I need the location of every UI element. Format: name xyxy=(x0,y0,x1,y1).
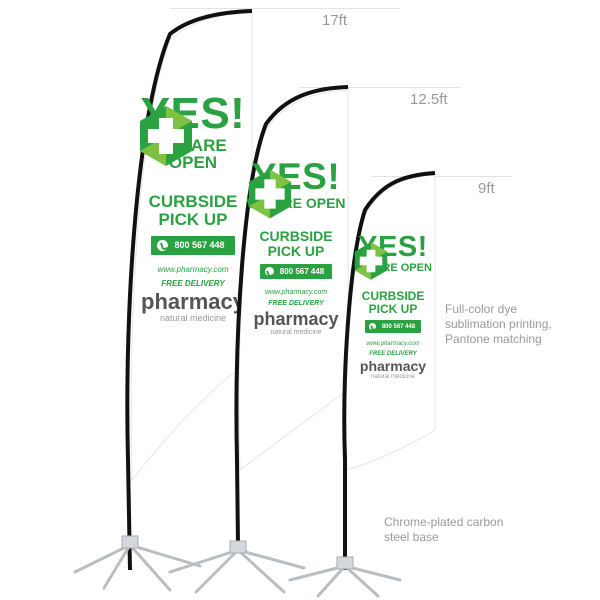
flag-12-5ft-print: YES! WE ARE OPEN CURBSIDE PICK UP 800 56… xyxy=(244,158,348,336)
phone-number: 800 567 448 xyxy=(174,240,225,251)
flag-pole xyxy=(234,85,349,546)
service-line1: CURBSIDE xyxy=(148,192,238,211)
phone-box: 800 567 448 xyxy=(151,235,235,255)
height-line-12-5ft xyxy=(300,87,460,88)
phone-icon xyxy=(264,267,274,277)
brand-name: pharmacy xyxy=(141,288,245,314)
brand-tagline: natural medicine xyxy=(270,329,322,337)
flag-12-5ft: YES! WE ARE OPEN CURBSIDE PICK UP 800 56… xyxy=(230,0,360,600)
medical-cross-hexagon-logo xyxy=(140,106,192,166)
phone-box: 800 567 448 xyxy=(259,264,333,280)
caption-base: Chrome-plated carbon steel base xyxy=(384,515,504,544)
height-line-9ft xyxy=(372,176,512,177)
height-line-17ft xyxy=(170,8,400,9)
brand-tagline: natural medicine xyxy=(370,374,416,381)
medical-cross-hexagon-logo xyxy=(354,242,388,280)
phone-icon xyxy=(157,239,169,251)
website: www.pharmacy.com xyxy=(157,264,229,274)
service-line1: CURBSIDE xyxy=(361,289,425,303)
brand-name: pharmacy xyxy=(359,358,427,375)
height-label-17ft: 17ft xyxy=(322,12,348,29)
height-label-9ft: 9ft xyxy=(478,180,495,197)
delivery-note: FREE DELIVERY xyxy=(161,278,225,288)
service-line2: PICK UP xyxy=(368,301,418,316)
flag-17ft: YES! WE ARE OPEN CURBSIDE PICK UP 800 56… xyxy=(120,0,260,600)
brand-tagline: natural medicine xyxy=(159,312,227,323)
medical-cross-hexagon-logo xyxy=(248,169,292,219)
delivery-note: FREE DELIVERY xyxy=(369,351,417,358)
phone-icon xyxy=(368,323,376,331)
service-line2: PICK UP xyxy=(158,209,228,229)
phone-number: 800 567 448 xyxy=(279,267,325,277)
flag-pole xyxy=(125,9,253,571)
subhead: WE ARE OPEN xyxy=(354,262,432,274)
flag-17ft-print: YES! WE ARE OPEN CURBSIDE PICK UP 800 56… xyxy=(134,92,252,323)
website: www.pharmacy.com xyxy=(366,341,420,348)
caption-printing: Full-color dye sublimation printing, Pan… xyxy=(445,302,552,346)
height-label-12-5ft: 12.5ft xyxy=(410,91,448,108)
phone-box: 800 567 448 xyxy=(364,320,422,334)
flag-9ft-print: YES! WE ARE OPEN CURBSIDE PICK UP 800 56… xyxy=(351,233,435,381)
base-12-5ft xyxy=(168,540,306,594)
base-9ft xyxy=(288,556,402,598)
flag-pole xyxy=(342,171,436,570)
service-line1: CURBSIDE xyxy=(259,228,333,244)
service-line2: PICK UP xyxy=(267,242,325,259)
flag-9ft: YES! WE ARE OPEN CURBSIDE PICK UP 800 56… xyxy=(335,0,445,600)
website: www.pharmacy.com xyxy=(264,289,328,297)
delivery-note: FREE DELIVERY xyxy=(268,300,324,308)
brand-name: pharmacy xyxy=(253,309,339,330)
base-17ft xyxy=(73,535,202,592)
phone-number: 800 567 448 xyxy=(381,323,416,330)
